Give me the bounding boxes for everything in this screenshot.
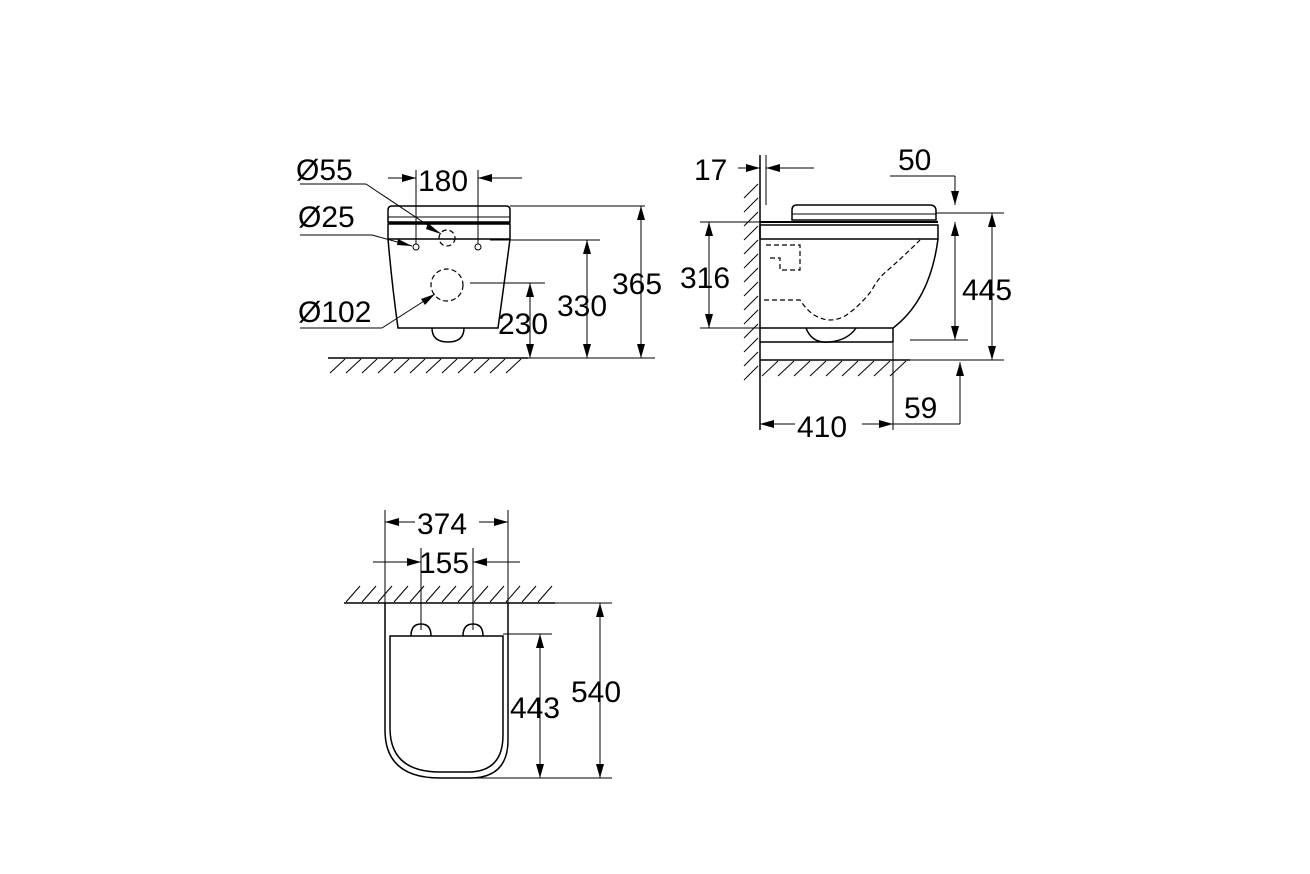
front-dim-180: 180 <box>418 165 468 198</box>
top-bowl-outline <box>384 603 509 779</box>
side-hidden-trapway <box>764 239 921 321</box>
side-hidden-inlet <box>766 244 801 271</box>
top-dim-374: 374 <box>417 508 467 541</box>
side-seat-lid <box>791 204 937 221</box>
side-bowl-body <box>760 238 939 329</box>
side-dim-316: 316 <box>680 262 730 295</box>
top-dim-155: 155 <box>419 547 469 580</box>
front-dim-dia25: Ø25 <box>298 201 355 234</box>
front-fixing-hole-right <box>474 243 482 251</box>
top-wall-hatch <box>345 585 553 603</box>
front-seat-ring <box>387 223 511 240</box>
top-view: 374 155 443 540 <box>344 508 621 779</box>
side-dim-410: 410 <box>797 411 847 444</box>
front-seat-lid <box>387 205 511 223</box>
side-dim-59: 59 <box>904 392 937 425</box>
front-bowl-body <box>387 238 511 329</box>
front-view: 180 Ø55 Ø25 Ø102 230 330 365 <box>296 154 662 374</box>
front-trap <box>431 327 465 343</box>
front-inlet-dia55 <box>438 229 456 247</box>
side-floor-hatch <box>761 360 907 377</box>
front-dim-dia102: Ø102 <box>298 296 371 329</box>
side-trap <box>805 327 857 343</box>
side-wall-hatch <box>743 183 759 381</box>
side-seat-ring <box>759 224 939 240</box>
front-dim-230: 230 <box>498 308 548 341</box>
front-outlet-dia102 <box>430 268 464 302</box>
front-fixing-hole-left <box>412 243 420 251</box>
front-dim-330: 330 <box>557 290 607 323</box>
front-dim-dia55: Ø55 <box>296 154 353 187</box>
top-dim-443: 443 <box>510 692 560 725</box>
front-dim-365: 365 <box>612 268 662 301</box>
front-floor-hatch <box>329 358 522 374</box>
side-dim-445: 445 <box>962 274 1012 307</box>
side-dim-50: 50 <box>898 144 931 177</box>
top-seat-lid <box>389 635 504 773</box>
side-view: 17 50 316 445 59 410 <box>680 144 1012 444</box>
side-dim-17: 17 <box>694 154 727 187</box>
top-dim-540: 540 <box>571 676 621 709</box>
